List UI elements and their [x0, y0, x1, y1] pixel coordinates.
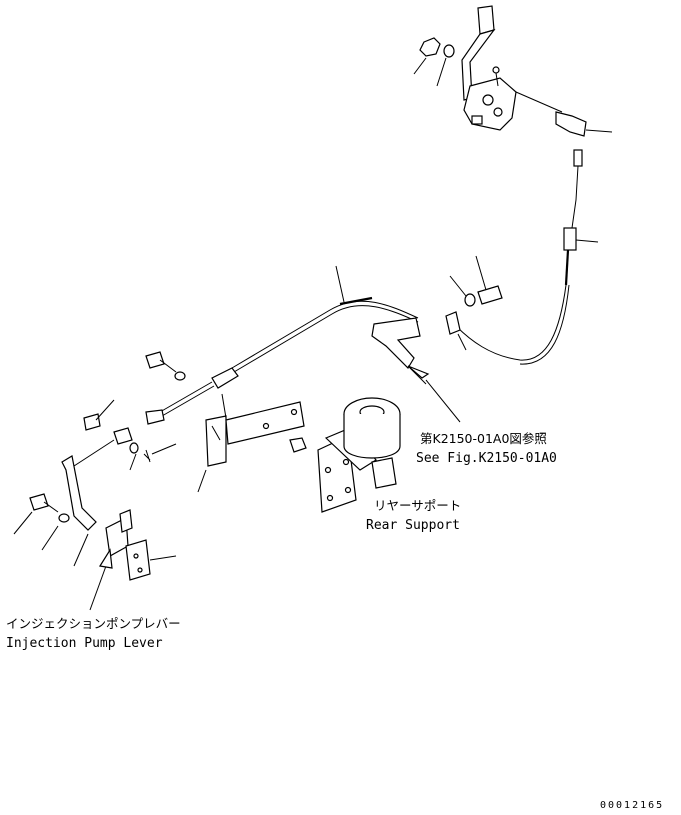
reference-label-en: See Fig.K2150-01A0 [416, 451, 557, 466]
cable-bracket [371, 255, 503, 423]
reference-label-jp: 第K2150-01A0図参照 [420, 431, 547, 446]
rear-support-label-jp: リヤーサポート [374, 498, 461, 513]
rear-support [317, 397, 401, 513]
pump-lever-label-jp: インジェクションポンプレバー [6, 616, 181, 631]
mount-plate [197, 393, 307, 493]
pump-lever-linkage [13, 399, 177, 611]
rear-support-label-en: Rear Support [366, 518, 460, 533]
figure-number: 00012165 [600, 800, 664, 811]
main-cable [145, 265, 419, 425]
pump-lever-label-en: Injection Pump Lever [6, 636, 163, 651]
throttle-lever-assembly [413, 5, 613, 137]
control-cable [455, 149, 599, 365]
